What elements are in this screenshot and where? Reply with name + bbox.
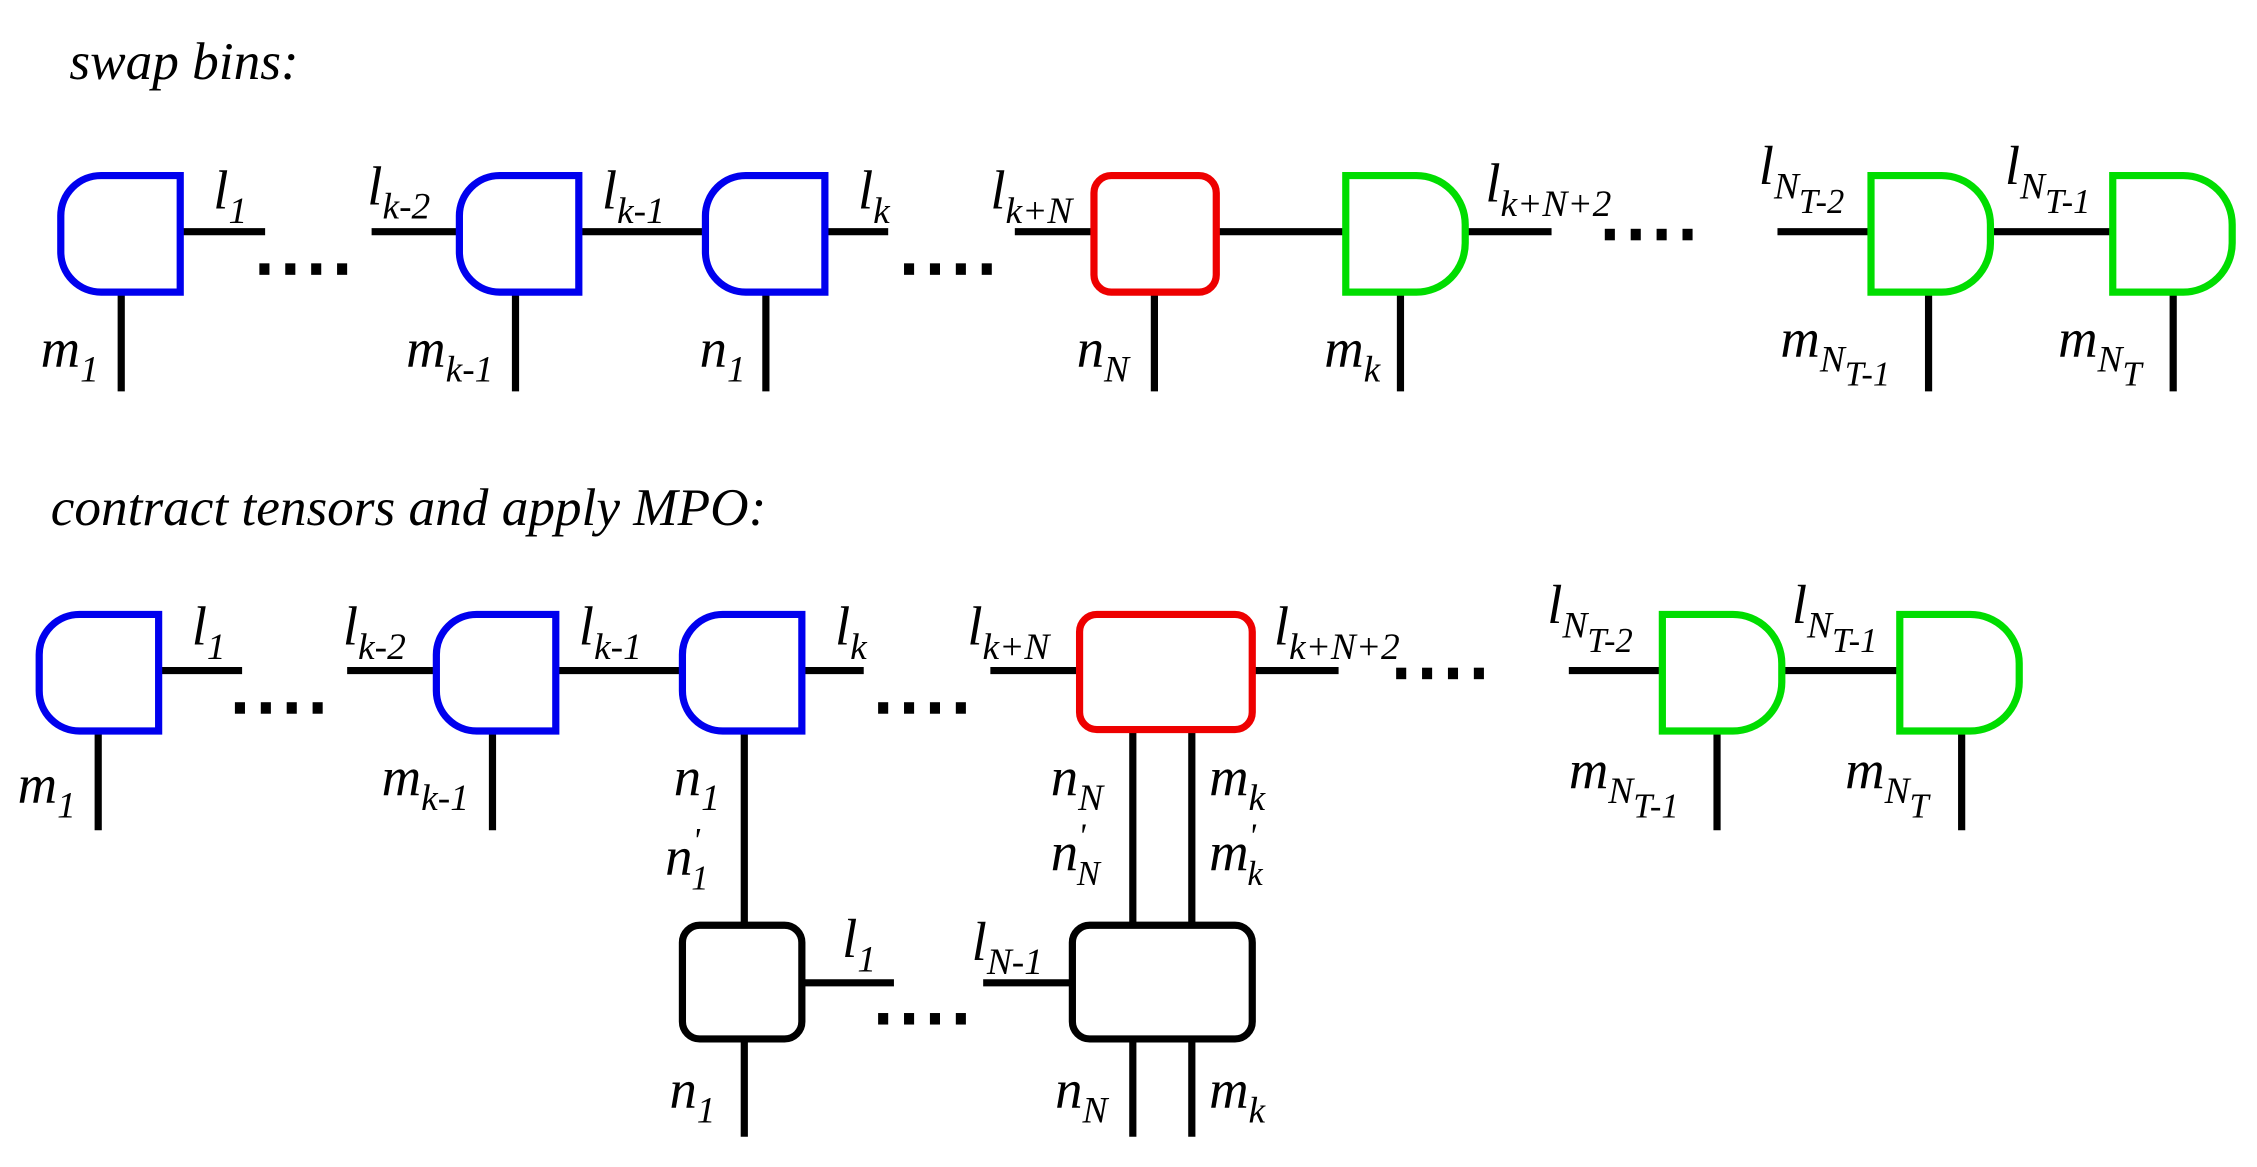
ellipsis-dot <box>1447 667 1459 680</box>
label-mk: mk <box>1209 1059 1266 1131</box>
blue-tensor <box>678 610 806 735</box>
label-lkN2: lk+N+2 <box>1274 596 1400 668</box>
label-lk2: lk-2 <box>343 596 406 668</box>
label-mNT: mNT <box>2058 308 2144 394</box>
ellipsis-dot <box>929 263 940 275</box>
ellipsis-dot <box>311 263 322 275</box>
ellipsis-dot <box>1396 667 1407 680</box>
label-lkN: lk+N <box>990 160 1074 232</box>
blue-tensor <box>455 171 583 296</box>
label-lk: lk <box>858 160 891 232</box>
ellipsis-dot <box>878 1013 889 1025</box>
label-mk: mk <box>1324 318 1381 390</box>
label-lNT1: lNT-1 <box>1792 574 1878 660</box>
blue-tensor <box>35 610 163 735</box>
ellipsis-dot <box>1604 228 1615 241</box>
label-lkN2: lk+N+2 <box>1485 152 1611 224</box>
ellipsis-dot <box>312 702 323 714</box>
label-m1: m1 <box>41 318 99 390</box>
title-contract-apply-mpo: contract tensors and apply MPO: <box>51 478 767 537</box>
ellipsis-dot <box>1656 228 1667 241</box>
ellipsis-dot <box>929 1013 940 1025</box>
green-tensor <box>1896 610 2023 735</box>
label-mkp: m'k <box>1209 818 1263 893</box>
ellipsis-dot <box>285 263 296 275</box>
label-mk: mk <box>1209 747 1266 819</box>
label-nN: nN <box>1051 747 1105 819</box>
ellipsis-dot <box>286 702 297 714</box>
ellipsis-dot <box>234 702 245 714</box>
label-mNT1: mNT-1 <box>1569 740 1679 826</box>
blue-tensor <box>432 610 560 735</box>
label-n1: n1 <box>674 747 720 819</box>
label-n1p: n'1 <box>665 822 708 897</box>
red-tensor <box>1090 171 1220 296</box>
ellipsis-dot <box>904 263 915 275</box>
ellipsis-dot <box>929 702 940 714</box>
ellipsis-dot <box>955 263 966 275</box>
label-lNT2: lNT-2 <box>1547 574 1633 660</box>
label-lNT1: lNT-1 <box>2005 135 2091 221</box>
ellipsis-dot <box>337 263 348 275</box>
green-tensor <box>1342 171 1469 296</box>
ellipsis-dot <box>981 263 992 275</box>
label-lk: lk <box>835 596 868 668</box>
label-lkN: lk+N <box>967 596 1051 668</box>
label-mNT: mNT <box>1845 740 1931 826</box>
label-lk1: lk-1 <box>579 596 642 668</box>
label-mNT1: mNT-1 <box>1780 308 1890 394</box>
label-l1: l1 <box>192 596 226 668</box>
label-mk1: mk-1 <box>406 318 493 390</box>
green-tensor <box>1867 171 1995 296</box>
green-tensor <box>2109 171 2236 296</box>
green-tensor <box>1658 610 1786 735</box>
ellipsis-dot <box>1630 228 1641 241</box>
mpo-tensor <box>1068 921 1256 1043</box>
ellipsis-dot <box>259 263 270 275</box>
label-lN1: lN-1 <box>972 911 1043 983</box>
label-n1: n1 <box>700 318 746 390</box>
blue-tensor <box>701 171 829 296</box>
red-contracted-tensor <box>1075 610 1256 734</box>
label-mk1: mk-1 <box>382 747 469 819</box>
ellipsis-dot <box>1473 667 1484 680</box>
label-n1: n1 <box>669 1059 715 1131</box>
ellipsis-dot <box>260 702 271 714</box>
label-lNT2: lNT-2 <box>1759 135 1845 221</box>
label-l1: l1 <box>213 160 247 232</box>
label-nNp: n'N <box>1051 818 1102 893</box>
bonds <box>94 228 2177 1137</box>
label-nN: nN <box>1055 1059 1109 1131</box>
blue-tensor <box>57 171 184 296</box>
index-labels: l1 lk-2 lk-1 lk lk+N lk+N+2 lNT-2 lNT-1 m1 mk-1 n1… <box>18 135 2145 1131</box>
tensors <box>35 171 2236 1043</box>
label-l1: l1 <box>842 908 876 980</box>
label-lk1: lk-1 <box>602 160 665 232</box>
ellipsis-dot <box>955 702 966 714</box>
ellipsis-dot <box>955 1013 966 1025</box>
ellipsis-dot <box>1682 228 1693 241</box>
ellipsis-dot <box>904 1013 915 1025</box>
ellipsis-dot <box>1422 667 1433 680</box>
ellipsis-dot <box>904 702 915 714</box>
label-m1: m1 <box>18 754 76 826</box>
title-swap-bins: swap bins: <box>69 32 298 91</box>
label-lk2: lk-2 <box>367 155 430 227</box>
mpo-tensor <box>678 921 806 1043</box>
ellipsis-dot <box>878 702 889 714</box>
ellipses <box>234 228 1693 1025</box>
label-nN: nN <box>1077 318 1131 390</box>
